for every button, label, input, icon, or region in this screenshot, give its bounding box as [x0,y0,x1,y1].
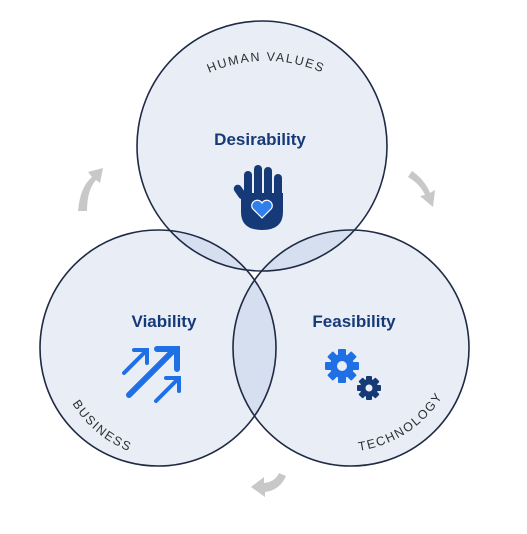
viability-circle-outline [39,229,277,467]
viability-title: Viability [132,312,197,331]
heart-icon [251,199,273,219]
gears-icon [325,349,381,400]
small-gear-icon [357,376,381,400]
feasibility-circle [233,230,469,466]
feasibility-title: Feasibility [312,312,396,331]
large-gear-icon [325,349,359,383]
curved-arrow-icon [251,473,286,497]
raised-hand-heart-icon [233,165,283,230]
curved-arrow-icon [78,168,103,211]
feasibility-circle-outline [232,229,470,467]
desirability-circle [137,21,387,271]
desirability-circle-outline [136,20,388,272]
growth-arrows-icon [122,346,181,403]
desirability-title: Desirability [214,130,306,149]
curved-arrow-icon [408,171,435,207]
